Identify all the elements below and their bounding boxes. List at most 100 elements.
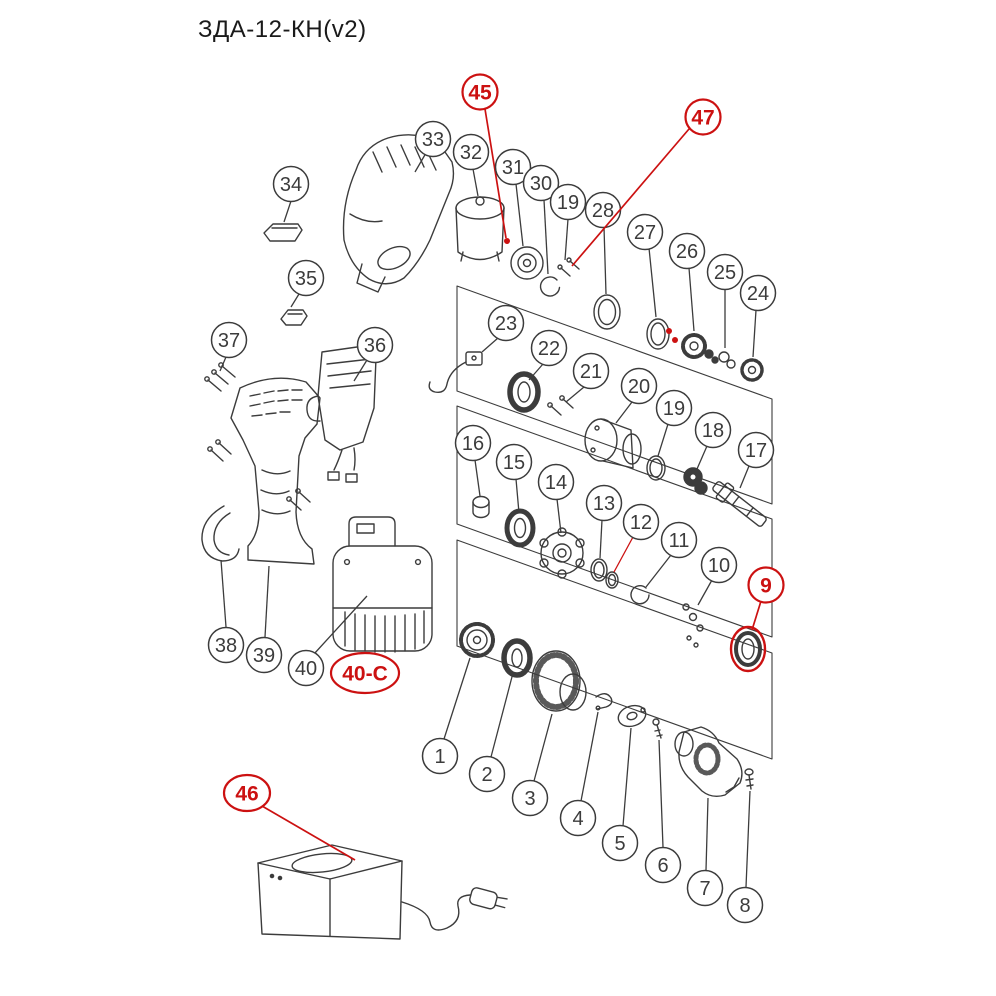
callout-18: 18 bbox=[694, 411, 732, 470]
part-drawing-ring-27 bbox=[646, 318, 670, 350]
callout-label-21: 21 bbox=[580, 361, 602, 383]
part-drawing-screws-37 bbox=[204, 362, 311, 511]
callout-circle-15 bbox=[495, 443, 533, 481]
highlight-ring-part-9 bbox=[729, 625, 767, 673]
assembly-band-outlines bbox=[456, 285, 773, 760]
callout-36: 36 bbox=[353, 326, 394, 382]
callout-2: 2 bbox=[468, 672, 514, 793]
callout-label-20: 20 bbox=[628, 376, 650, 398]
part-drawing-strap-38 bbox=[201, 505, 240, 562]
callout-label-26: 26 bbox=[676, 241, 698, 263]
callout-circle-27 bbox=[626, 213, 664, 251]
callout-34: 34 bbox=[272, 165, 310, 223]
callout-circle-19 bbox=[549, 183, 587, 221]
part-drawing-clip-4 bbox=[595, 693, 613, 711]
callout-9: 9 bbox=[747, 566, 785, 631]
callout-label-15: 15 bbox=[503, 452, 525, 474]
callout-circle-14 bbox=[537, 463, 575, 501]
part-drawing-bearing-2 bbox=[501, 638, 533, 678]
part-drawing-bracket-34 bbox=[263, 223, 303, 242]
leader-line-3 bbox=[533, 713, 553, 782]
callout-label-1: 1 bbox=[434, 746, 445, 768]
part-drawing-ring-15 bbox=[504, 508, 536, 548]
callout-circle-9 bbox=[747, 566, 785, 604]
callout-label-3: 3 bbox=[524, 788, 535, 810]
power-plug bbox=[469, 887, 508, 910]
callout-label-38: 38 bbox=[215, 635, 237, 657]
leader-line-20 bbox=[615, 401, 633, 424]
callout-circle-37 bbox=[210, 321, 248, 359]
callout-circle-1 bbox=[421, 737, 459, 775]
part-drawing-ring-9 bbox=[734, 631, 762, 667]
callout-circle-11 bbox=[660, 521, 698, 559]
callout-circle-3 bbox=[511, 779, 549, 817]
part-drawing-washer-12 bbox=[605, 571, 619, 589]
leader-line-24 bbox=[752, 309, 757, 358]
leader-line-46 bbox=[261, 805, 356, 861]
diagram-title: ЗДА-12-КН(v2) bbox=[198, 16, 367, 43]
leader-line-47 bbox=[571, 128, 690, 267]
callout-40-C: 40-C bbox=[329, 651, 401, 695]
callout-30: 30 bbox=[522, 164, 560, 275]
callout-label-9: 9 bbox=[760, 575, 772, 598]
part-drawing-circlip-30 bbox=[539, 276, 561, 297]
callout-7: 7 bbox=[686, 797, 724, 907]
leader-line-23 bbox=[481, 337, 499, 353]
leader-line-22 bbox=[528, 363, 544, 381]
part-drawing-ring-gear-22 bbox=[507, 371, 541, 413]
part-drawing-pinion-gear-1 bbox=[459, 622, 495, 658]
highlight-dot bbox=[672, 337, 678, 343]
parts-artwork bbox=[201, 134, 773, 940]
callout-37: 37 bbox=[210, 321, 248, 372]
callout-circle-40-C bbox=[329, 651, 401, 695]
callout-6: 6 bbox=[644, 739, 682, 884]
callout-label-40-C: 40-C bbox=[342, 663, 388, 686]
part-drawing-shaft-17 bbox=[712, 481, 767, 527]
callout-32: 32 bbox=[452, 133, 490, 197]
callout-21: 21 bbox=[565, 352, 610, 403]
callout-circle-32 bbox=[452, 133, 490, 171]
callout-label-32: 32 bbox=[460, 142, 482, 164]
callout-38: 38 bbox=[207, 559, 245, 664]
leader-line-31 bbox=[515, 183, 524, 247]
callout-label-40: 40 bbox=[295, 658, 317, 680]
callout-circle-47 bbox=[684, 98, 722, 136]
leader-line-33 bbox=[414, 152, 427, 173]
callout-35: 35 bbox=[287, 259, 325, 308]
leader-line-9 bbox=[751, 600, 762, 631]
callout-22: 22 bbox=[528, 329, 568, 381]
callout-circle-35 bbox=[287, 259, 325, 297]
leader-line-4 bbox=[580, 711, 599, 802]
callout-label-45: 45 bbox=[468, 82, 492, 105]
callout-label-19: 19 bbox=[557, 192, 579, 214]
leader-line-36 bbox=[353, 359, 368, 382]
callout-circle-24 bbox=[739, 274, 777, 312]
leader-line-5 bbox=[622, 727, 632, 827]
leader-line-19 bbox=[657, 423, 669, 457]
callout-label-22: 22 bbox=[538, 338, 560, 360]
callout-label-46: 46 bbox=[235, 783, 258, 806]
callout-circle-25 bbox=[706, 253, 744, 291]
callout-label-30: 30 bbox=[530, 173, 552, 195]
callout-46: 46 bbox=[222, 773, 356, 861]
part-drawing-sensor-23 bbox=[428, 351, 483, 394]
callout-circle-12 bbox=[622, 503, 660, 541]
callout-label-33: 33 bbox=[422, 129, 444, 151]
callout-11: 11 bbox=[645, 521, 698, 588]
highlight-dot bbox=[504, 238, 510, 244]
callout-label-8: 8 bbox=[739, 895, 750, 917]
leader-line-16 bbox=[474, 459, 481, 497]
part-drawing-gear-26 bbox=[681, 333, 719, 364]
callout-label-19: 19 bbox=[663, 398, 685, 420]
callout-label-37: 37 bbox=[218, 330, 240, 352]
callout-13: 13 bbox=[585, 484, 623, 559]
leader-line-21 bbox=[565, 386, 585, 403]
callout-label-10: 10 bbox=[708, 555, 730, 577]
callout-circle-17 bbox=[737, 431, 775, 469]
callout-26: 26 bbox=[668, 232, 706, 332]
leader-line-14 bbox=[556, 498, 562, 534]
part-drawing-gearbox-20 bbox=[584, 418, 642, 469]
callout-40: 40 bbox=[287, 595, 368, 687]
callout-label-12: 12 bbox=[630, 512, 652, 534]
